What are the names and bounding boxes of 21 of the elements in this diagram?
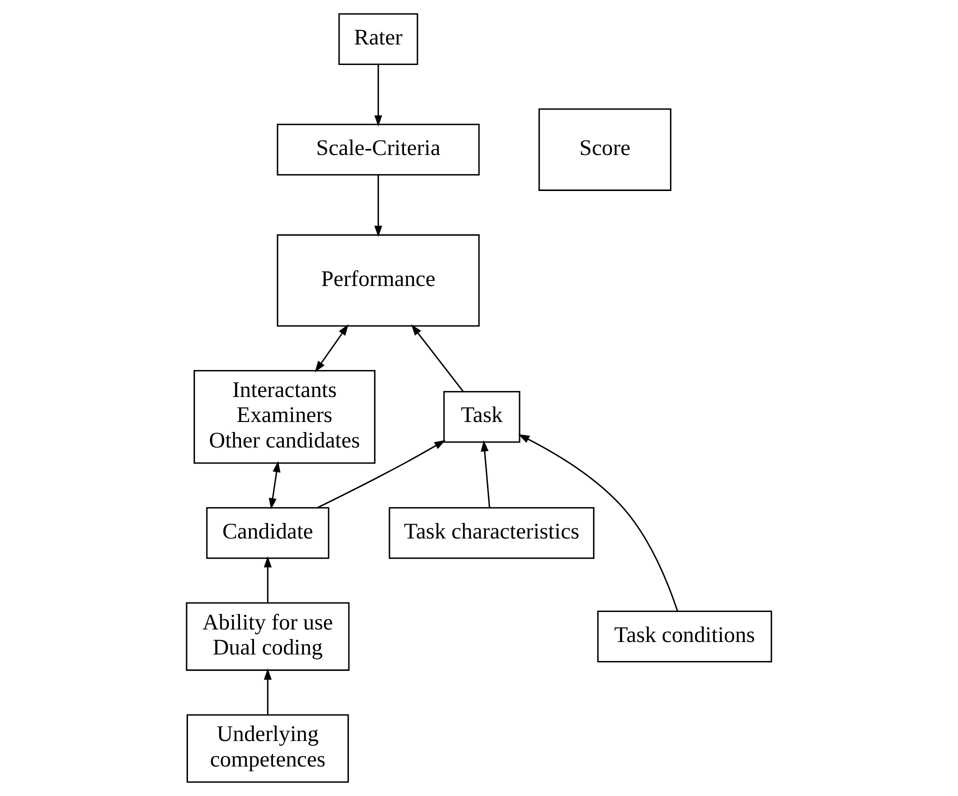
node-box: Rater	[338, 13, 418, 66]
arrow	[374, 64, 382, 127]
arrow	[518, 434, 678, 612]
node-box: Interactants Examiners Other candidates	[194, 370, 376, 464]
node-box: Ability for use Dual coding	[186, 602, 350, 671]
arrow	[480, 440, 490, 508]
node-box: Task conditions	[597, 610, 772, 662]
arrow	[317, 440, 446, 508]
arrow	[374, 175, 382, 238]
arrow	[411, 324, 464, 392]
node-box: Task	[443, 391, 520, 443]
node-box: Underlying competences	[186, 714, 349, 783]
node-box: Performance	[276, 234, 480, 327]
node-box: Scale-Criteria	[276, 124, 480, 176]
arrow	[264, 668, 272, 715]
arrow	[268, 460, 280, 510]
arrow	[264, 556, 272, 603]
arrow	[314, 324, 349, 372]
node-box: Candidate	[206, 507, 330, 559]
node-box: Score	[538, 108, 672, 191]
node-box: Task characteristics	[388, 507, 594, 559]
